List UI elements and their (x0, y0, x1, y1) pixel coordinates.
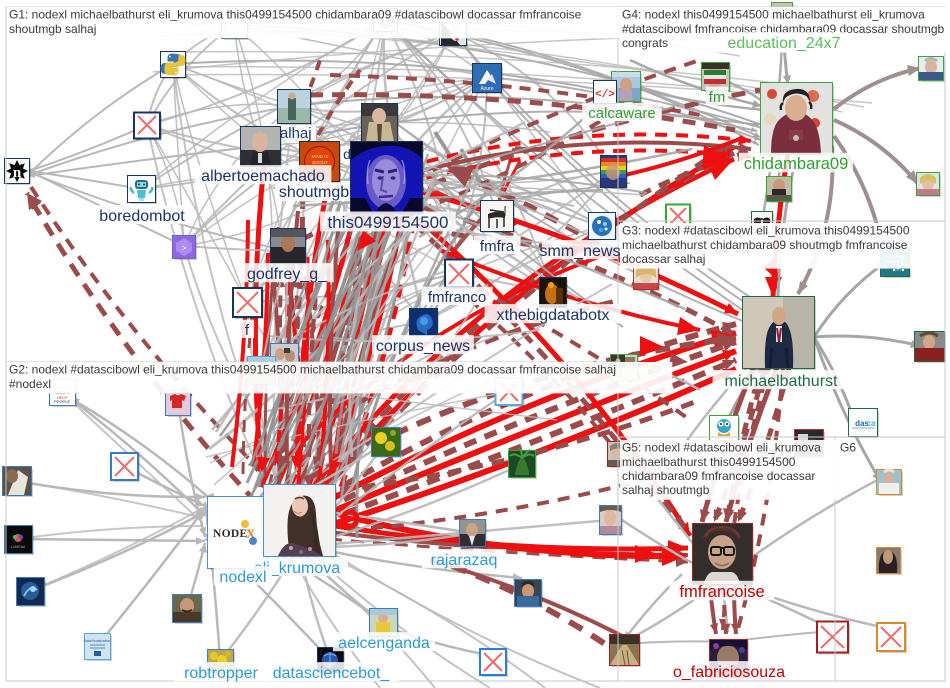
svg-text:rajarazaq: rajarazaq (431, 552, 498, 569)
svg-text:G5: nodexl #datascibowl eli_kr: G5: nodexl #datascibowl eli_krumova (622, 441, 821, 455)
svg-text:boredombot: boredombot (99, 208, 185, 225)
svg-text:chidambara09 fmfrancoise docas: chidambara09 fmfrancoise docassar (622, 469, 815, 483)
svg-text:michaelbathurst: michaelbathurst (725, 373, 839, 390)
svg-text:f: f (245, 322, 250, 339)
svg-text:fmfra: fmfra (480, 238, 515, 255)
svg-text:aelcenganda: aelcenganda (338, 635, 430, 652)
svg-text:G6: G6 (840, 441, 856, 455)
svg-text:G3: nodexl #datascibowl eli_kr: G3: nodexl #datascibowl eli_krumova this… (622, 224, 910, 238)
svg-text:corpus_news: corpus_news (376, 338, 470, 355)
svg-text:G4: nodexl this0499154500 mich: G4: nodexl this0499154500 michaelbathurs… (622, 8, 925, 22)
svg-text:datasciencebot_: datasciencebot_ (273, 665, 391, 682)
svg-text:fm: fm (709, 89, 726, 106)
svg-text:PEOPLE: PEOPLE (54, 399, 70, 404)
svg-text:#nodexl: #nodexl (9, 377, 51, 391)
svg-text:o_fabriciosouza: o_fabriciosouza (673, 664, 785, 681)
svg-text:salhaj shoutmgb: salhaj shoutmgb (622, 483, 710, 497)
svg-text:nodexl: nodexl (219, 569, 266, 586)
svg-text:docassar salhaj: docassar salhaj (622, 252, 705, 266)
svg-text:SHOUT: SHOUT (312, 160, 328, 165)
svg-text:d: d (343, 146, 351, 162)
svg-text:shoutmgb salhaj: shoutmgb salhaj (9, 22, 96, 36)
svg-text:HELP: HELP (57, 395, 68, 400)
svg-text:LUMINAI: LUMINAI (11, 545, 25, 549)
svg-text:NODE: NODE (213, 528, 247, 540)
svg-text:chidambara09: chidambara09 (744, 155, 849, 173)
svg-text:#datascibowl fmfrancoise chida: #datascibowl fmfrancoise chidambara09 do… (622, 22, 944, 36)
svg-text:G1: nodexl michaelbathurst eli: G1: nodexl michaelbathurst eli_krumova t… (9, 8, 582, 22)
svg-text:Azure: Azure (480, 86, 493, 92)
svg-text:this0499154500: this0499154500 (327, 213, 448, 232)
svg-text:albertoemachado: albertoemachado (201, 168, 325, 185)
svg-text:michaelbathurst chidambara09 s: michaelbathurst chidambara09 shoutmgb fm… (622, 238, 908, 252)
svg-text:X: X (246, 526, 256, 541)
svg-text:michaelbathurst this0499154500: michaelbathurst this0499154500 (622, 455, 796, 469)
svg-text:shoutmgb: shoutmgb (279, 184, 349, 201)
svg-text:</>: </> (595, 89, 615, 101)
svg-text:G2: nodexl #datascibowl eli_kr: G2: nodexl #datascibowl eli_krumova this… (9, 363, 616, 377)
svg-text:n: n (13, 165, 22, 181)
svg-text:>: > (181, 244, 186, 254)
svg-text:ca: ca (867, 419, 876, 428)
svg-text:congrats: congrats (622, 36, 668, 50)
svg-text:godfrey_g_: godfrey_g_ (247, 266, 328, 283)
svg-text:fmfranco: fmfranco (428, 289, 486, 306)
svg-text:salhaj: salhaj (272, 125, 311, 142)
svg-text:robtropper: robtropper (184, 665, 258, 682)
svg-text:calcaware: calcaware (588, 105, 656, 122)
svg-text:smm_news: smm_news (540, 243, 621, 260)
svg-text:fmfrancoise: fmfrancoise (679, 583, 764, 601)
svg-text:eli_krumova: eli_krumova (254, 560, 340, 577)
svg-text:MIND IS: MIND IS (311, 154, 328, 159)
svg-text:das: das (855, 419, 869, 428)
svg-text:education_24x7: education_24x7 (728, 35, 841, 52)
svg-text:DataVisualization: DataVisualization (84, 639, 111, 643)
svg-text:xthebigdatabotx: xthebigdatabotx (497, 307, 610, 324)
